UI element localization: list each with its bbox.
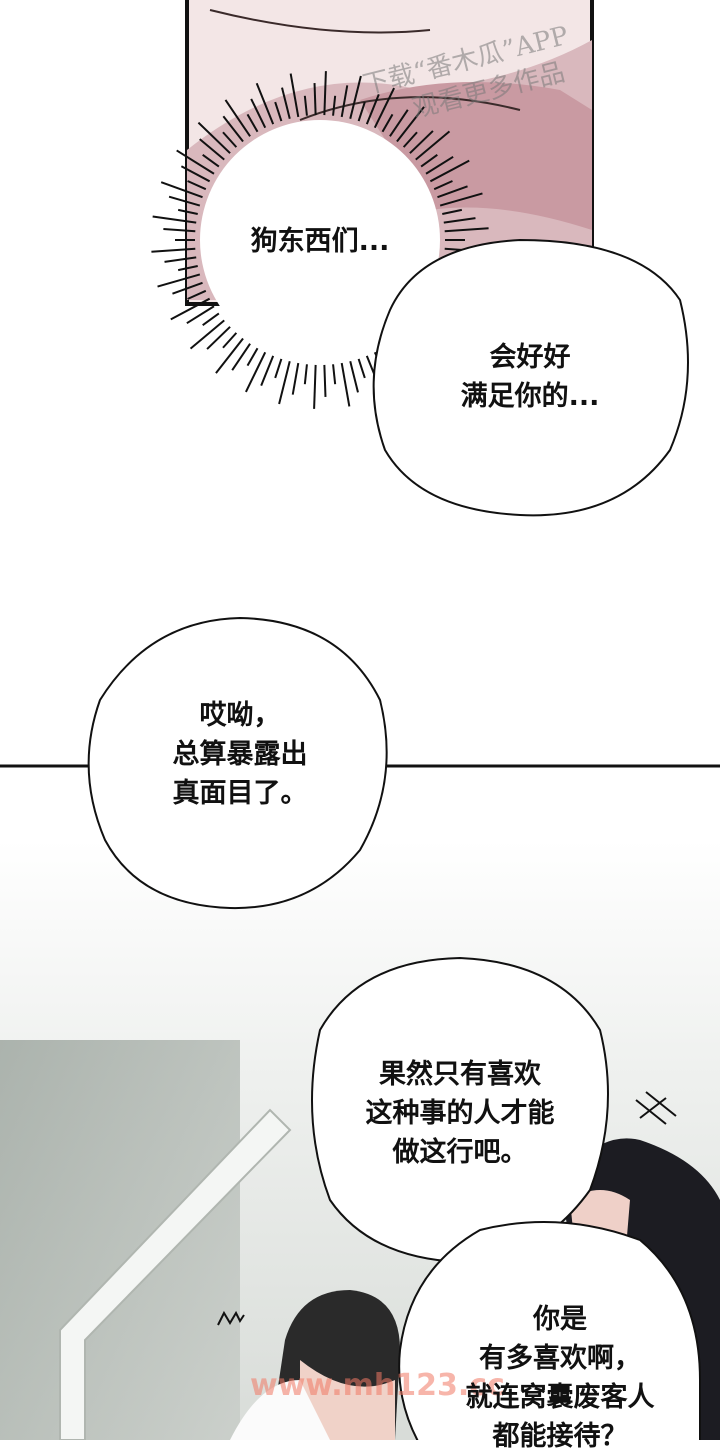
burst-spike	[439, 192, 483, 207]
burst-spike	[291, 362, 300, 395]
speech-bubble-5	[398, 1221, 701, 1440]
burst-spike	[443, 217, 476, 224]
burst-spike	[415, 130, 451, 161]
burst-spike	[365, 94, 380, 125]
burst-spike	[444, 227, 489, 233]
burst-spike	[222, 131, 238, 148]
burst-spike	[420, 153, 438, 168]
burst-spike	[425, 155, 454, 175]
burst-spike	[313, 83, 317, 116]
burst-spike	[357, 101, 366, 122]
burst-spike	[433, 180, 453, 191]
burst-spike	[246, 113, 259, 133]
speech-text-4: 果然只有喜欢这种事的人才能做这行吧。	[365, 1059, 555, 1168]
burst-spike	[245, 351, 267, 393]
burst-spike	[323, 71, 327, 116]
burst-spike	[340, 362, 351, 407]
burst-spike	[187, 180, 207, 191]
burst-spike	[222, 332, 238, 349]
burst-spike	[373, 87, 395, 129]
burst-spike	[442, 208, 463, 215]
burst-spike	[389, 109, 409, 137]
burst-spike	[357, 358, 366, 379]
burst-spike	[278, 361, 291, 405]
burst-spike	[340, 85, 349, 118]
burst-spike	[396, 106, 425, 143]
burst-spike	[255, 82, 275, 125]
burst-spike	[260, 355, 275, 386]
burst-spike	[186, 305, 215, 325]
speech-text-2: 会好好满足你的...	[460, 342, 600, 412]
burst-spike	[215, 337, 244, 374]
burst-spike	[231, 343, 251, 371]
burst-spike	[332, 95, 337, 116]
burst-spike	[349, 75, 362, 119]
burst-spike	[168, 195, 201, 207]
burst-spike	[274, 358, 283, 379]
burst-spike	[402, 131, 418, 148]
burst-spike	[177, 208, 198, 215]
burst-spike	[332, 364, 337, 385]
burst-spike	[224, 99, 251, 137]
burst-spike	[164, 256, 197, 263]
burst-spike	[349, 361, 359, 393]
speech-text-1: 狗东西们...	[250, 226, 390, 257]
burst-spike	[323, 364, 327, 397]
speech-bubble-2	[372, 238, 689, 517]
speech-text-3: 哎呦，总算暴露出真面目了。	[172, 700, 308, 809]
burst-spike	[202, 312, 220, 327]
burst-spike	[151, 247, 196, 253]
burst-spike	[206, 326, 231, 350]
burst-spike	[246, 347, 259, 367]
burst-spike	[313, 364, 317, 409]
burst-spike	[172, 281, 203, 295]
burst-spike	[274, 101, 283, 122]
burst-spike	[163, 228, 196, 233]
burst-spike	[303, 364, 308, 385]
burst-spike	[289, 73, 300, 118]
burst-spike	[160, 181, 203, 199]
burst-spike	[437, 185, 468, 199]
burst-spike	[202, 153, 220, 168]
watermark-site: www.mh123.cc	[250, 1368, 505, 1403]
burst-spike	[429, 159, 470, 183]
burst-spike	[187, 289, 207, 300]
burst-spike	[170, 297, 211, 321]
burst-spike	[177, 265, 198, 272]
burst-spike	[176, 149, 215, 175]
burst-spike	[281, 87, 291, 119]
speech-bubble-3	[87, 616, 388, 910]
burst-spike	[189, 319, 225, 350]
burst-spike	[409, 130, 434, 154]
burst-spike	[199, 138, 225, 161]
speech-bubble-4	[311, 956, 609, 1264]
burst-spike	[152, 215, 197, 224]
speech-text-5: 你是有多喜欢啊，就连窝囊废客人都能接待？	[465, 1304, 655, 1452]
burst-spike	[303, 95, 308, 116]
burst-spike	[157, 273, 201, 288]
burst-spike	[250, 98, 267, 129]
burst-spike	[180, 165, 211, 183]
burst-spike	[222, 115, 244, 143]
burst-spike	[197, 121, 231, 154]
burst-spike	[381, 113, 394, 133]
